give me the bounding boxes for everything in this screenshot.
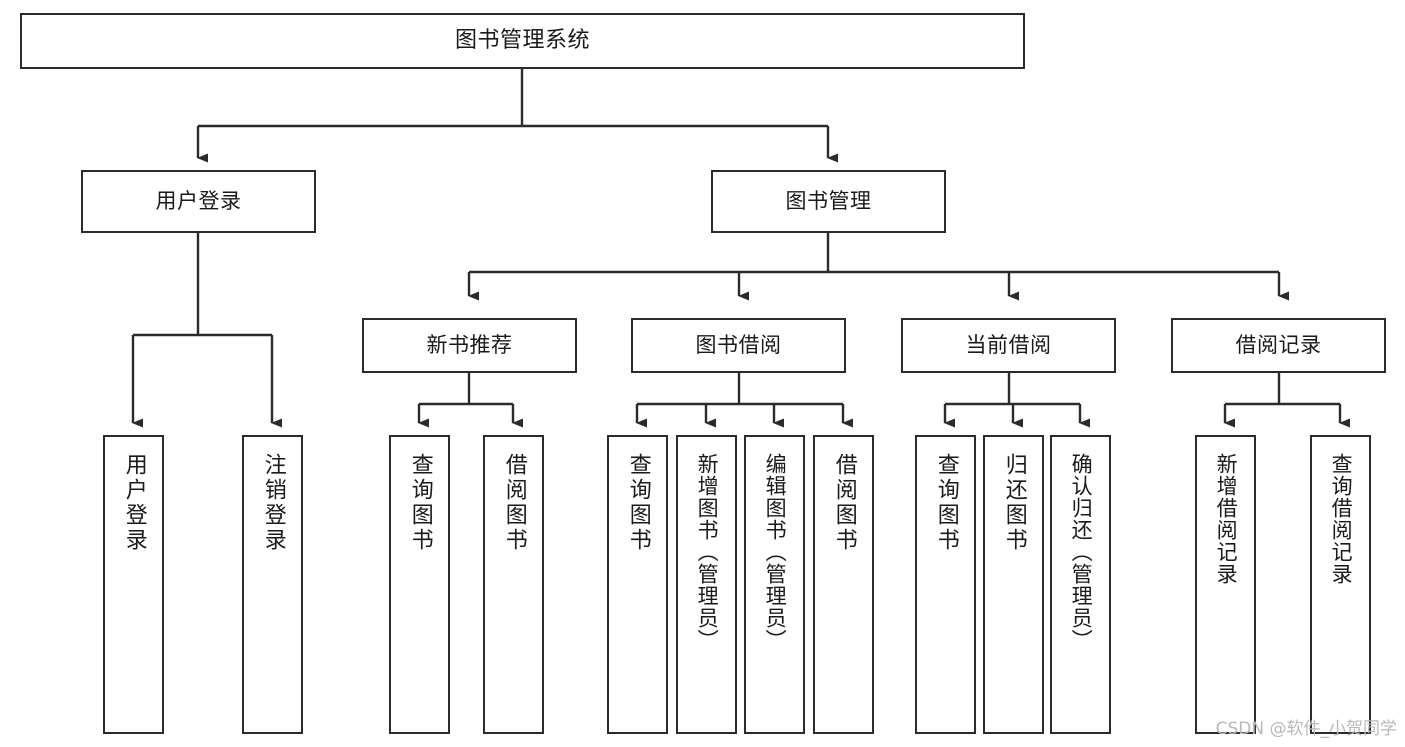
node-label: 图书管理	[785, 188, 872, 213]
leaf-query-borrow-record[interactable]: 查询借阅记录	[1310, 435, 1371, 734]
watermark: CSDN @软件_小贺同学	[1215, 719, 1397, 739]
node-label: 图书管理系统	[454, 27, 590, 53]
node-label: 借阅记录	[1235, 332, 1322, 357]
node-label: 用户登录	[155, 188, 242, 213]
node-label: 当前借阅	[965, 332, 1052, 357]
leaf-borrow-book[interactable]: 借阅图书	[813, 435, 874, 734]
node-label: 查询图书	[625, 453, 651, 553]
node-label: 新增图书（管理员）	[695, 453, 720, 651]
leaf-add-book-admin[interactable]: 新增图书（管理员）	[676, 435, 737, 734]
node-label: 查询借阅记录	[1329, 453, 1354, 585]
node-book-borrow[interactable]: 图书借阅	[631, 318, 846, 373]
node-label: 新增借阅记录	[1214, 453, 1239, 585]
node-label: 查询图书	[407, 453, 433, 553]
node-label: 归还图书	[1001, 453, 1027, 553]
node-current-borrow[interactable]: 当前借阅	[901, 318, 1116, 373]
leaf-query-book-borrow[interactable]: 查询图书	[607, 435, 668, 734]
node-new-book-recommend[interactable]: 新书推荐	[362, 318, 577, 373]
leaf-query-book-recommend[interactable]: 查询图书	[389, 435, 450, 734]
node-user-login[interactable]: 用户登录	[81, 170, 316, 233]
leaf-confirm-return-admin[interactable]: 确认归还（管理员）	[1050, 435, 1111, 734]
node-label: 借阅图书	[831, 453, 857, 553]
leaf-edit-book-admin[interactable]: 编辑图书（管理员）	[744, 435, 805, 734]
leaf-add-borrow-record[interactable]: 新增借阅记录	[1195, 435, 1256, 734]
leaf-user-login[interactable]: 用户登录	[103, 435, 164, 734]
node-label: 编辑图书（管理员）	[763, 453, 788, 651]
node-label: 确认归还（管理员）	[1069, 453, 1094, 651]
leaf-borrow-book-recommend[interactable]: 借阅图书	[483, 435, 544, 734]
node-label: 借阅图书	[501, 453, 527, 553]
node-label: 新书推荐	[426, 332, 513, 357]
node-root-system[interactable]: 图书管理系统	[20, 13, 1025, 69]
node-label: 图书借阅	[695, 332, 782, 357]
node-label: 注销登录	[260, 453, 286, 553]
node-label: 查询图书	[933, 453, 959, 553]
node-label: 用户登录	[121, 453, 147, 553]
leaf-logout[interactable]: 注销登录	[242, 435, 303, 734]
node-book-management[interactable]: 图书管理	[711, 170, 946, 233]
leaf-query-book-current[interactable]: 查询图书	[915, 435, 976, 734]
leaf-return-book[interactable]: 归还图书	[983, 435, 1044, 734]
node-borrow-record[interactable]: 借阅记录	[1171, 318, 1386, 373]
